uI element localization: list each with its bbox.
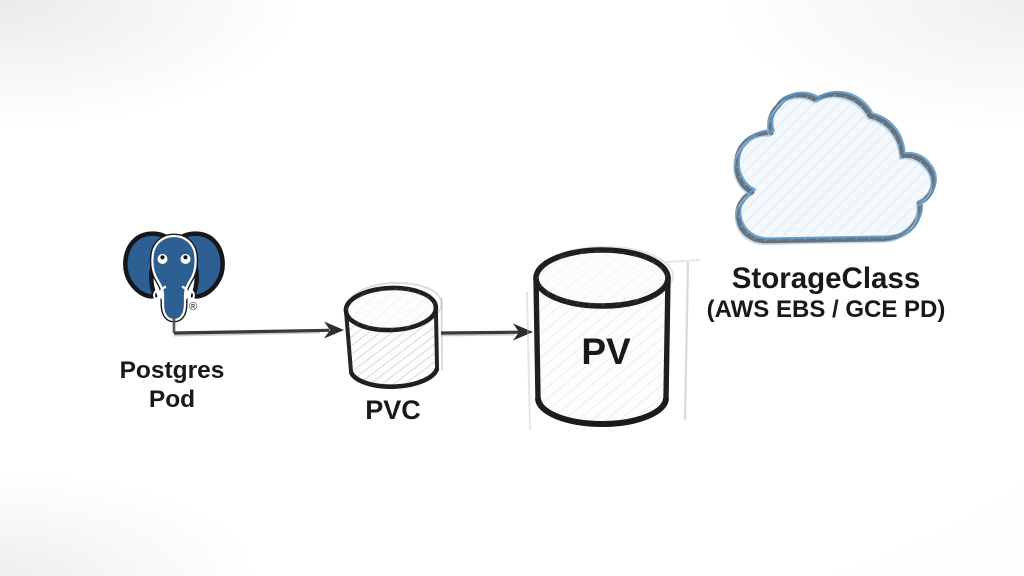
postgres-pod-label-line2: Pod — [149, 386, 195, 413]
postgres-pod-label-line1: Postgres — [120, 357, 225, 384]
pvc-cylinder — [343, 281, 444, 389]
cloud-icon — [733, 90, 937, 245]
arrow-pvc-to-pv — [440, 323, 533, 341]
arrowhead — [324, 321, 344, 339]
storage-class-node: StorageClass (AWS EBS / GCE PD) — [707, 90, 946, 323]
storage-class-sublabel: (AWS EBS / GCE PD) — [707, 296, 946, 323]
postgres-pod-node: ® Postgres Pod — [120, 231, 225, 413]
pv-label: PV — [581, 331, 631, 372]
registered-trademark: ® — [189, 301, 197, 313]
postgresql-elephant-icon — [123, 231, 225, 323]
arrowhead — [513, 323, 533, 341]
pvc-label: PVC — [365, 395, 421, 425]
storage-class-label: StorageClass — [732, 262, 921, 295]
pv-cylinder: PV — [526, 246, 701, 431]
arrow-pod-to-pvc — [173, 321, 344, 339]
